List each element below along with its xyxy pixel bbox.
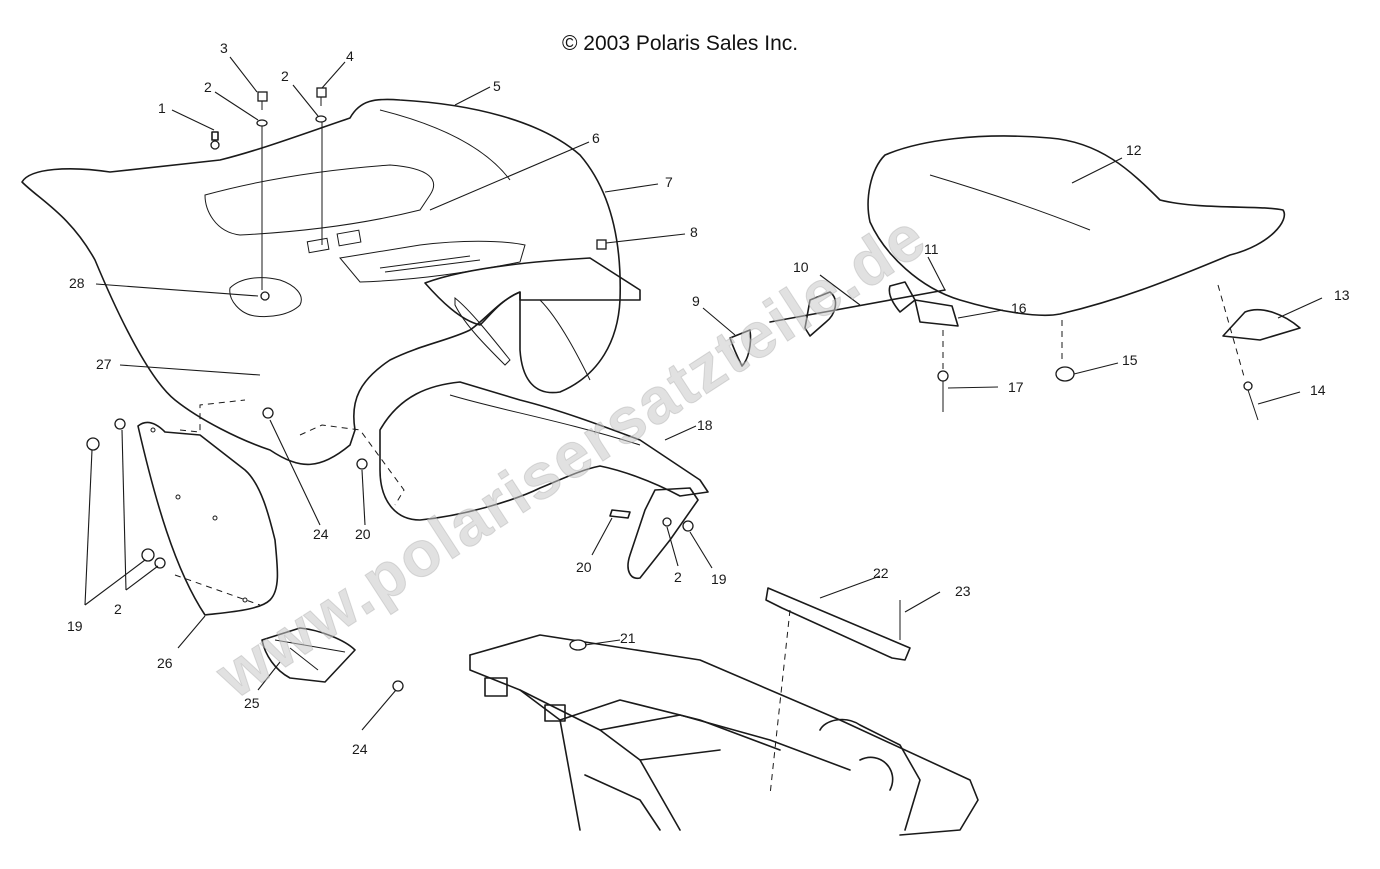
nut-19b <box>141 548 155 562</box>
seat-bracket-13 <box>1222 308 1301 341</box>
callout-7: 7 <box>665 174 673 190</box>
latch-bracket-16 <box>914 299 959 327</box>
watermark: www.polarisersatzteile.de <box>203 199 939 712</box>
brace-22 <box>765 587 911 661</box>
callout-2: 2 <box>281 68 289 84</box>
callout-13: 13 <box>1334 287 1350 303</box>
callout-25: 25 <box>244 695 260 711</box>
callout-23: 23 <box>955 583 971 599</box>
callout-2: 2 <box>114 601 122 617</box>
callout-20: 20 <box>355 526 371 542</box>
seat-latch-rod <box>769 281 946 337</box>
mud-flap <box>137 421 279 616</box>
callout-17: 17 <box>1008 379 1024 395</box>
callout-6: 6 <box>592 130 600 146</box>
bolt-20a <box>356 458 368 470</box>
nut-19a <box>86 437 100 451</box>
washer-2a <box>256 119 268 127</box>
callout-20: 20 <box>576 559 592 575</box>
callout-leaders <box>84 56 1323 731</box>
callout-4: 4 <box>346 48 354 64</box>
bolt-14 <box>1243 381 1259 421</box>
washer-2b <box>315 115 327 123</box>
callout-12: 12 <box>1126 142 1142 158</box>
copyright-text: © 2003 Polaris Sales Inc. <box>562 32 798 55</box>
fender-extension <box>379 381 709 579</box>
fastener-4 <box>316 87 327 106</box>
callout-22: 22 <box>873 565 889 581</box>
bolt-24a <box>262 407 274 419</box>
clip-8 <box>596 239 607 250</box>
callout-3: 3 <box>220 40 228 56</box>
callout-18: 18 <box>697 417 713 433</box>
callout-10: 10 <box>793 259 809 275</box>
callout-26: 26 <box>157 655 173 671</box>
callout-27: 27 <box>96 356 112 372</box>
callout-28: 28 <box>69 275 85 291</box>
callout-8: 8 <box>690 224 698 240</box>
callout-24: 24 <box>313 526 329 542</box>
callout-11: 11 <box>924 241 939 257</box>
callout-2: 2 <box>674 569 682 585</box>
callout-24: 24 <box>352 741 368 757</box>
frame <box>469 634 979 836</box>
washer-2c <box>114 418 126 430</box>
rear-fender <box>21 98 641 466</box>
fastener-3 <box>257 91 268 110</box>
callout-9: 9 <box>692 293 700 309</box>
grommet-21 <box>569 639 587 651</box>
callout-2: 2 <box>204 79 212 95</box>
callout-labels: 1 2 3 2 4 5 6 7 8 9 10 11 12 13 14 15 16… <box>67 40 1350 757</box>
bolt-24b <box>392 680 404 692</box>
callout-15: 15 <box>1122 352 1138 368</box>
callout-21: 21 <box>620 630 636 646</box>
washer-2d <box>154 557 166 569</box>
callout-1: 1 <box>158 100 166 116</box>
bracket-25 <box>261 627 356 683</box>
callout-19: 19 <box>67 618 83 634</box>
callout-16: 16 <box>1011 300 1027 316</box>
bolt-17 <box>937 370 949 412</box>
callout-19: 19 <box>711 571 727 587</box>
bumper-15 <box>1055 366 1075 382</box>
spring-9 <box>729 329 752 367</box>
callout-5: 5 <box>493 78 501 94</box>
seat <box>867 135 1286 317</box>
fastener-1 <box>210 131 220 150</box>
callout-14: 14 <box>1310 382 1326 398</box>
